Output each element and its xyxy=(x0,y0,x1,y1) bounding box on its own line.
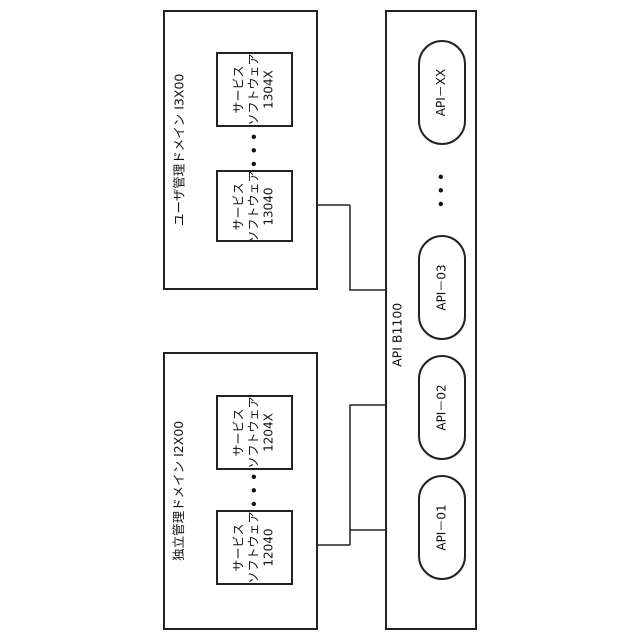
software-1304x-line3: 1304X xyxy=(262,53,277,125)
software-12040-line1: サービス xyxy=(232,511,247,583)
software-ellipsis-independent-wrap: • • • xyxy=(240,475,270,505)
software-1304x-line2: ソフトウェア xyxy=(247,53,262,125)
api-02-label: API－02 xyxy=(434,384,449,430)
software-13040-line3: 13040 xyxy=(262,170,277,242)
api-bus-label-wrap: API B1100 xyxy=(387,280,407,390)
api-ellipsis: • • • xyxy=(433,172,452,208)
api-03-label: API－03 xyxy=(434,264,449,310)
software-ellipsis-user-wrap: • • • xyxy=(240,135,270,165)
software-1204x-label-wrap: サービス ソフトウェア 1204X xyxy=(216,395,293,470)
independent-domain-label: 独立管理ドメイン I2X00 xyxy=(171,421,187,561)
software-1204x-line2: ソフトウェア xyxy=(247,396,262,468)
software-12040-line3: 12040 xyxy=(262,511,277,583)
api-ellipsis-wrap: • • • xyxy=(427,175,457,205)
software-1204x-line1: サービス xyxy=(232,396,247,468)
software-1204x-line3: 1204X xyxy=(262,396,277,468)
software-13040-line2: ソフトウェア xyxy=(247,170,262,242)
software-ellipsis-user: • • • xyxy=(246,132,265,168)
api-02-label-wrap: API－02 xyxy=(418,355,466,460)
api-bus-label: API B1100 xyxy=(389,303,405,367)
software-13040-label-wrap: サービス ソフトウェア 13040 xyxy=(216,170,293,242)
software-12040-label-wrap: サービス ソフトウェア 12040 xyxy=(216,510,293,585)
user-domain-label-wrap: ユーザ管理ドメイン I3X00 xyxy=(168,10,190,290)
software-13040-line1: サービス xyxy=(232,170,247,242)
api-xx-label: API－XX xyxy=(435,69,450,116)
software-1304x-line1: サービス xyxy=(232,53,247,125)
api-xx-label-wrap: API－XX xyxy=(418,40,466,145)
software-ellipsis-independent: • • • xyxy=(246,472,265,508)
software-12040-line2: ソフトウェア xyxy=(247,511,262,583)
api-01-label: API－01 xyxy=(434,504,449,550)
software-1304x-label-wrap: サービス ソフトウェア 1304X xyxy=(216,52,293,127)
independent-domain-label-wrap: 独立管理ドメイン I2X00 xyxy=(168,352,190,630)
user-domain-label: ユーザ管理ドメイン I3X00 xyxy=(171,74,187,226)
api-01-label-wrap: API－01 xyxy=(418,475,466,580)
api-03-label-wrap: API－03 xyxy=(418,235,466,340)
